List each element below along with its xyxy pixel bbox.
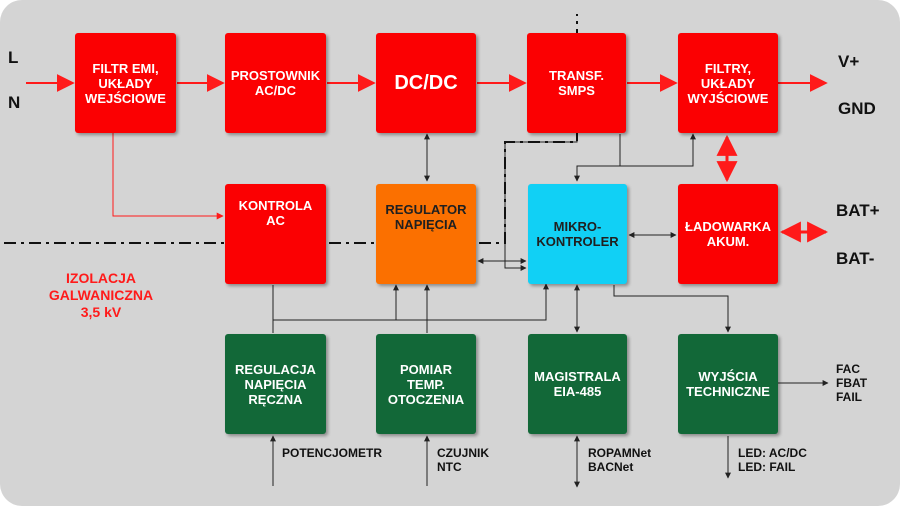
isolation-boundary — [4, 14, 578, 244]
manual-voltage-adjust-block: REGULACJA NAPIĘCIA RĘCZNA — [225, 334, 326, 434]
led-indicators-label: LED: AC/DC LED: FAIL — [738, 446, 807, 474]
input-l-label: L — [8, 48, 19, 67]
voltage-regulator-block: REGULATOR NAPIĘCIA — [376, 184, 476, 284]
technical-outputs-block: WYJŚCIA TECHNICZNE — [678, 334, 778, 434]
ambient-temp-block: POMIAR TEMP. OTOCZENIA — [376, 334, 476, 434]
rectifier-block: PROSTOWNIK AC/DC — [225, 33, 326, 133]
power-path — [26, 74, 829, 243]
output-gnd-label: GND — [838, 99, 876, 118]
ac-control-block: KONTROLA AC — [225, 184, 326, 284]
potentiometer-label: POTENCJOMETR — [282, 446, 383, 460]
output-filters-block: FILTRY, UKŁADY WYJŚCIOWE — [678, 33, 778, 133]
eia485-bus-block: MAGISTRALA EIA-485 — [528, 334, 627, 434]
bus-protocols-label: ROPAMNet BACNet — [588, 446, 652, 474]
line-controller-outputs — [613, 285, 731, 333]
galvanic-isolation-label: IZOLACJA GALWANICZNA 3,5 kV — [48, 270, 154, 320]
battery-charger-block: ŁADOWARKA AKUM. — [678, 184, 778, 284]
line-filter-to-ac-control — [112, 133, 224, 220]
battery-minus-label: BAT- — [836, 249, 875, 268]
microcontroller-block: MIKRO- KONTROLER — [528, 184, 627, 284]
input-n-label: N — [8, 93, 21, 112]
emi-filter-block: FILTR EMI, UKŁADY WEJŚCIOWE — [75, 33, 176, 133]
battery-plus-label: BAT+ — [836, 201, 880, 220]
line-transformer-controller — [574, 134, 621, 182]
ntc-sensor-label: CZUJNIK NTC — [437, 446, 490, 474]
transformer-block: TRANSF. SMPS — [527, 33, 626, 133]
dcdc-block: DC/DC — [376, 33, 476, 133]
line-ac-control-to-controller — [272, 283, 549, 321]
line-controller-filters — [620, 133, 696, 167]
alarm-outputs-label: FAC FBAT FAIL — [836, 362, 868, 404]
output-vplus-label: V+ — [838, 52, 860, 71]
